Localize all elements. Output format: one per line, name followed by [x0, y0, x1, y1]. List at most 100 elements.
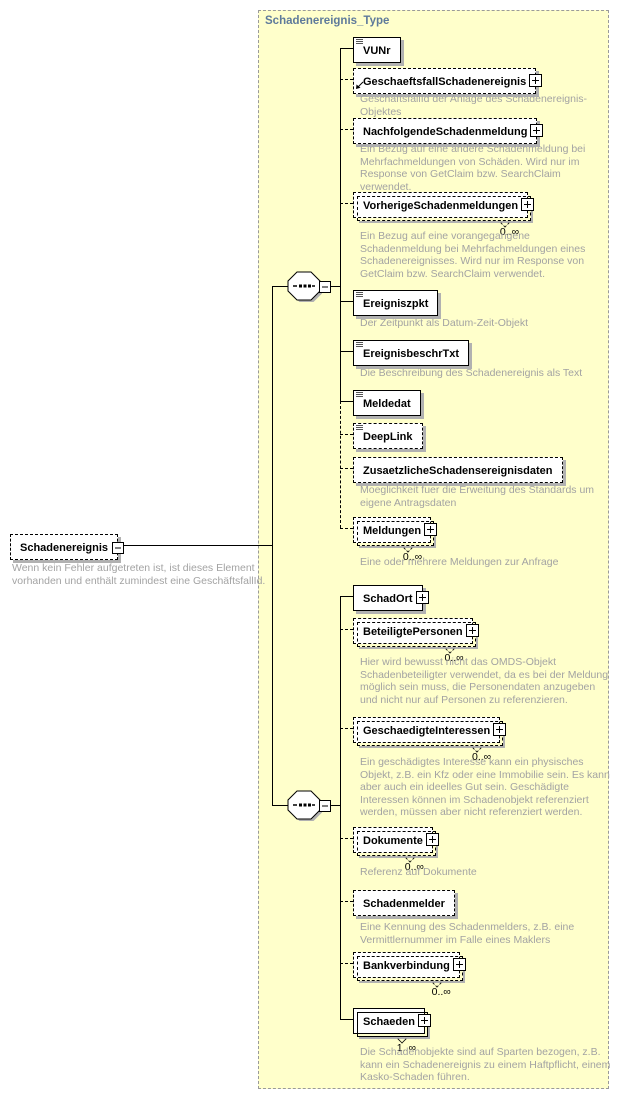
expand-icon[interactable]: [452, 958, 466, 971]
annotation: Ein Bezug auf eine vorangegangene Schade…: [360, 230, 586, 280]
collapse-icon[interactable]: [112, 541, 125, 554]
annotation: Referenz auf Dokumente: [360, 866, 477, 878]
cardinality-label: 0..∞: [444, 652, 464, 664]
element-ereignisbeschrtxt[interactable]: EreignisbeschrTxt: [353, 340, 469, 366]
connector-line: [340, 468, 353, 469]
connector-line: [340, 401, 341, 528]
connector-line: [340, 48, 353, 49]
element-nachfolgendeschadenmeldung[interactable]: NachfolgendeSchadenmeldung: [353, 118, 544, 144]
text-lines-icon: [356, 387, 365, 405]
text-lines-icon: [356, 337, 365, 355]
expand-icon[interactable]: [425, 833, 439, 846]
element-meldungen[interactable]: Meldungen 0..∞: [353, 517, 438, 563]
connector-line: [340, 963, 353, 964]
text-lines-icon: [356, 34, 365, 52]
connector-line: [340, 434, 353, 435]
connector-line: [272, 286, 288, 287]
element-label: Schadenmelder: [363, 898, 445, 910]
element-label: Meldedat: [363, 398, 411, 410]
connector-line: [340, 1019, 353, 1020]
element-label: Schadenereignis: [20, 542, 109, 554]
collapse-icon[interactable]: [319, 280, 331, 298]
connector-line: [272, 286, 273, 805]
text-lines-icon: [356, 420, 365, 438]
expand-icon[interactable]: [493, 723, 507, 736]
cardinality-label: 0..∞: [404, 861, 424, 873]
element-beteiligtepersonen[interactable]: BeteiligtePersonen 0..∞: [353, 618, 479, 664]
annotation: Ein Bezug auf eine andere Schadenmeldung…: [360, 143, 586, 193]
expand-icon[interactable]: [521, 198, 535, 211]
annotation: Die Beschreibung des Schadenereignis als…: [360, 367, 583, 379]
element-bankverbindung[interactable]: Bankverbindung 0..∞: [353, 952, 466, 998]
annotation: Die Schadenobjekte sind auf Sparten bezo…: [360, 1046, 611, 1083]
element-schaeden[interactable]: Schaeden 1..∞: [353, 1008, 431, 1054]
expand-icon[interactable]: [465, 624, 479, 637]
connector-line: [340, 629, 353, 630]
element-label: Bankverbindung: [363, 960, 450, 972]
cardinality-label: 0..∞: [499, 226, 520, 238]
element-meldedat[interactable]: Meldedat: [353, 390, 421, 416]
sequence-indicator: [286, 270, 322, 307]
connector-line: [340, 301, 353, 302]
expand-icon[interactable]: [417, 1014, 431, 1027]
annotation: Der Zeitpunkt als Datum-Zeit-Objekt: [360, 317, 529, 329]
connector-line: [340, 838, 353, 839]
connector-line: [340, 728, 353, 729]
annotation: Eine Kennung des Schadenmelders, z.B. ei…: [360, 921, 575, 946]
element-zusaetzlicheschadensereignisdaten[interactable]: ZusaetzlicheSchadensereignisdaten: [353, 457, 563, 483]
element-label: Schaeden: [363, 1016, 415, 1028]
connector-line: [100, 545, 272, 546]
element-label: SchadOrt: [363, 593, 413, 605]
annotation: Wenn kein Fehler aufgetreten ist, ist di…: [12, 562, 266, 587]
connector-line: [340, 351, 353, 352]
element-vunr[interactable]: VUNr: [353, 37, 401, 63]
cardinality-label: 0..∞: [472, 751, 492, 763]
element-geschaeftsfallschadenereignis[interactable]: GeschaeftsfallSchadenereignis: [353, 68, 543, 95]
connector-line: [330, 286, 340, 287]
annotation: GeschäftsfallId der Anlage des Schadener…: [360, 93, 588, 118]
element-ereigniszpkt[interactable]: Ereigniszpkt: [353, 287, 439, 316]
connector-line: [340, 901, 353, 902]
element-vorherigeschadenmeldungen[interactable]: VorherigeSchadenmeldungen 0..∞: [353, 192, 535, 238]
connector-line: [340, 596, 353, 597]
element-label: VorherigeSchadenmeldungen: [363, 200, 519, 212]
element-label: ZusaetzlicheSchadensereignisdaten: [363, 465, 553, 477]
connector-line: [340, 596, 341, 1019]
element-label: BeteiligtePersonen: [363, 626, 463, 638]
connector-line: [340, 129, 353, 130]
expand-icon[interactable]: [424, 523, 438, 536]
annotation: Eine oder mehrere Meldungen zur Anfrage: [360, 556, 559, 568]
element-label: NachfolgendeSchadenmeldung: [363, 126, 528, 138]
annotation: Moeglichkeit fuer die Erweitung des Stan…: [360, 484, 595, 509]
connector-line: [340, 79, 353, 80]
cardinality-label: 1..∞: [396, 1042, 416, 1054]
connector-line: [340, 528, 353, 529]
element-label: DeepLink: [363, 431, 413, 443]
annotation: Ein geschädigtes Interesse kann ein phys…: [360, 756, 610, 818]
element-label: GeschaeftsfallSchadenereignis: [363, 76, 527, 88]
annotation: Hier wird bewusst nicht das OMDS-Objekt …: [360, 656, 609, 706]
element-geschaedigteinteressen[interactable]: GeschaedigteInteressen 0..∞: [353, 717, 507, 763]
element-deeplink[interactable]: DeepLink: [353, 423, 423, 449]
element-label: VUNr: [363, 45, 391, 57]
expand-icon[interactable]: [530, 124, 544, 137]
cardinality-label: 0..∞: [431, 986, 451, 998]
element-label: GeschaedigteInteressen: [363, 725, 491, 737]
type-title: Schadenereignis_Type: [265, 15, 390, 27]
element-label: Meldungen: [363, 525, 422, 537]
connector-line: [340, 203, 353, 204]
connector-line: [340, 48, 341, 401]
connector-line: [330, 805, 340, 806]
element-dokumente[interactable]: Dokumente 0..∞: [353, 827, 439, 873]
element-schadort[interactable]: SchadOrt: [353, 585, 429, 611]
collapse-icon[interactable]: [319, 799, 331, 817]
reference-arrow-icon: [355, 77, 364, 95]
expand-icon[interactable]: [529, 74, 543, 87]
expand-icon[interactable]: [415, 591, 429, 604]
element-schadenereignis[interactable]: Schadenereignis: [10, 534, 125, 560]
element-label: Ereigniszpkt: [363, 298, 429, 310]
element-label: EreignisbeschrTxt: [363, 348, 459, 360]
element-schadenmelder[interactable]: Schadenmelder: [353, 890, 455, 916]
text-lines-icon: [356, 287, 365, 305]
